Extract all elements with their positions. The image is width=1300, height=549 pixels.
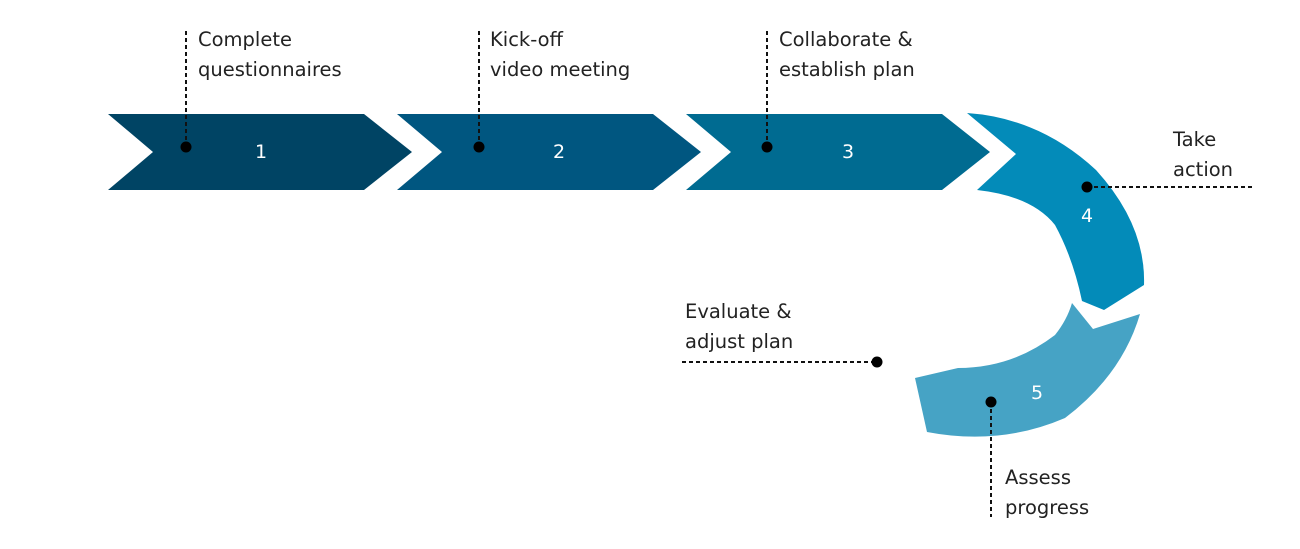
leader-2 xyxy=(473,31,485,153)
step-5-arc-segment xyxy=(915,303,1140,437)
step-1-number: 1 xyxy=(255,141,267,163)
step-1: 1 xyxy=(108,114,412,190)
step-4-label: Take action xyxy=(1172,128,1233,181)
step-4: 4 xyxy=(967,113,1145,310)
step-2-number: 2 xyxy=(553,141,565,163)
leader-dot-5 xyxy=(985,396,997,408)
step-3: 3 xyxy=(686,114,990,190)
step-3-label-line-1: Collaborate & xyxy=(779,28,913,51)
step-1-label-line-1: Complete xyxy=(198,28,292,51)
step-2-label-line-2: video meeting xyxy=(490,58,630,81)
step-4-label-line-2: action xyxy=(1173,158,1233,181)
leader-evaluate xyxy=(682,356,883,368)
evaluate-label-line-2: adjust plan xyxy=(685,330,793,353)
leader-dot-evaluate xyxy=(871,356,883,368)
leader-dot-4 xyxy=(1081,181,1093,193)
leader-3 xyxy=(761,31,773,153)
step-3-chevron xyxy=(686,114,990,190)
step-4-arc-segment xyxy=(967,113,1145,310)
step-5: 5 xyxy=(915,303,1140,437)
step-2-label: Kick-off video meeting xyxy=(490,28,630,81)
step-2-label-line-1: Kick-off xyxy=(490,28,564,51)
evaluate-label: Evaluate & adjust plan xyxy=(685,300,798,353)
step-5-number: 5 xyxy=(1031,382,1043,404)
step-3-label-line-2: establish plan xyxy=(779,58,915,81)
leader-1 xyxy=(180,31,192,153)
step-2-chevron xyxy=(397,114,701,190)
leader-dot-3 xyxy=(761,141,773,153)
step-3-label: Collaborate & establish plan xyxy=(779,28,919,81)
step-3-number: 3 xyxy=(842,141,854,163)
leader-dot-2 xyxy=(473,141,485,153)
leader-5 xyxy=(985,396,997,517)
leader-dot-1 xyxy=(180,141,192,153)
evaluate-label-line-1: Evaluate & xyxy=(685,300,792,323)
step-5-label-line-2: progress xyxy=(1005,496,1089,519)
step-4-label-line-1: Take xyxy=(1172,128,1216,151)
step-5-label: Assess progress xyxy=(1005,466,1089,519)
step-1-label: Complete questionnaires xyxy=(198,28,342,81)
step-1-label-line-2: questionnaires xyxy=(198,58,342,81)
step-1-chevron xyxy=(108,114,412,190)
step-5-label-line-1: Assess xyxy=(1005,466,1071,489)
step-4-number: 4 xyxy=(1081,205,1093,227)
step-2: 2 xyxy=(397,114,701,190)
leader-4 xyxy=(1081,181,1252,193)
